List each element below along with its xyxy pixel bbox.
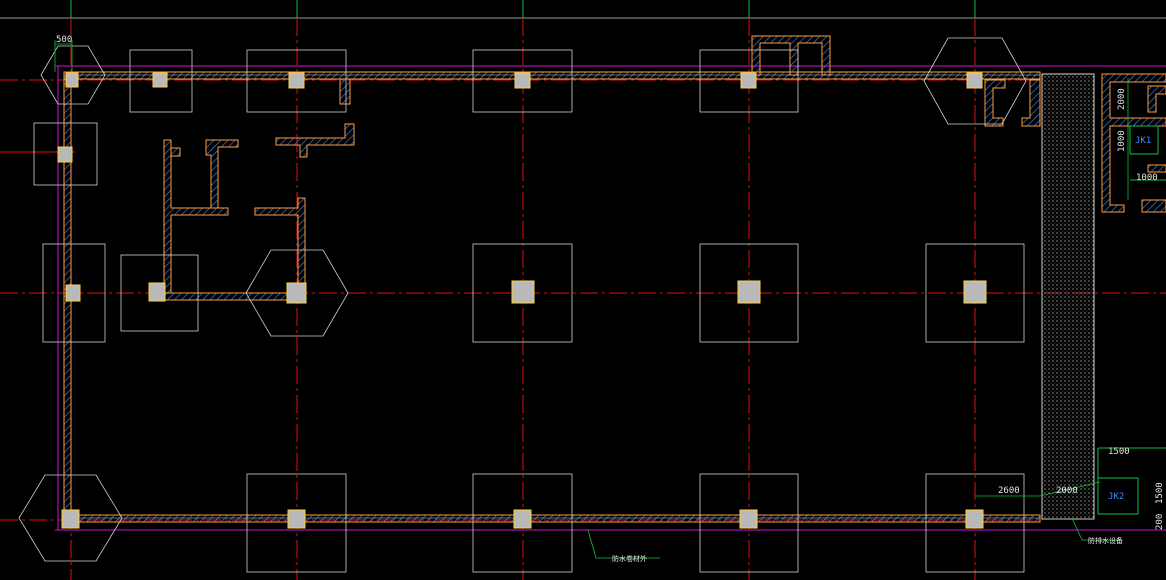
dim-right-horizontal-small: 1000	[1136, 173, 1158, 183]
interior-walls	[163, 35, 1041, 301]
boundary-lines	[55, 65, 1166, 531]
dim-bottom-right: 2000	[1056, 486, 1078, 496]
note-bottom-center: 防水卷材外	[612, 554, 647, 563]
dim-top-left-width: 500	[56, 35, 72, 45]
columns	[57, 72, 987, 529]
leader-lines	[587, 517, 1120, 559]
shaded-strip	[1041, 73, 1095, 520]
dim-right-vertical-upper: 2000	[1117, 88, 1127, 110]
hex-footings	[18, 37, 1027, 562]
dim-right-vertical-lower: 1000	[1117, 130, 1127, 152]
dim-bottom-right-edge: 200	[1155, 514, 1165, 530]
note-bottom-right: 防排水设备	[1088, 536, 1123, 545]
dim-bottom-left: 2600	[998, 486, 1020, 496]
pit-structure	[1101, 73, 1166, 213]
tag-pit-1: JK1	[1135, 136, 1151, 146]
tag-pit-2: JK2	[1108, 492, 1124, 502]
pit-green-lines	[1097, 125, 1166, 515]
dimension-lines	[54, 40, 1129, 497]
dim-bottom-right-side: 1500	[1155, 482, 1165, 504]
dim-bottom-right-top: 1500	[1108, 447, 1130, 457]
footings	[33, 49, 1025, 573]
